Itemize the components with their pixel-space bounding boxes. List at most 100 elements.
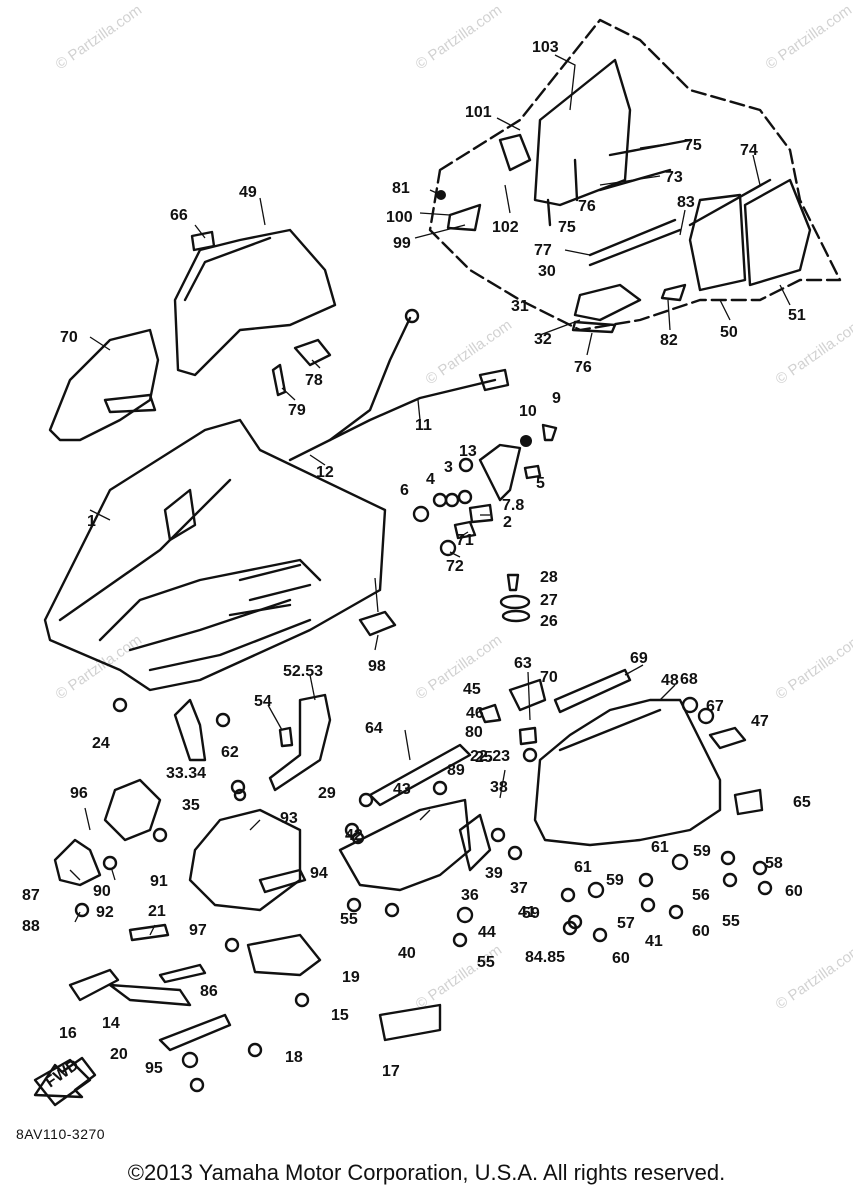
callout-84-85: 84.85 xyxy=(525,949,565,966)
callout-19: 19 xyxy=(342,969,360,986)
watermark: © Partzilla.com xyxy=(773,316,853,388)
callout-61: 61 xyxy=(574,859,592,876)
callout-61: 61 xyxy=(651,839,669,856)
callout-99: 99 xyxy=(393,235,411,252)
callout-87: 87 xyxy=(22,887,40,904)
callout-31: 31 xyxy=(511,298,529,315)
callout-30: 30 xyxy=(538,263,556,280)
callout-60: 60 xyxy=(785,883,803,900)
callout-13: 13 xyxy=(459,443,477,460)
callout-88: 88 xyxy=(22,918,40,935)
callout-36: 36 xyxy=(461,887,479,904)
callout-82: 82 xyxy=(660,332,678,349)
watermark: © Partzilla.com xyxy=(53,1,146,73)
callout-28: 28 xyxy=(540,569,558,586)
watermark: © Partzilla.com xyxy=(53,631,146,703)
callout-2: 2 xyxy=(503,514,512,531)
callout-5: 5 xyxy=(536,475,545,492)
callout-59: 59 xyxy=(606,872,624,889)
callout-4: 4 xyxy=(426,471,435,488)
callout-18: 18 xyxy=(285,1049,303,1066)
callout-10: 10 xyxy=(519,403,537,420)
callout-50: 50 xyxy=(720,324,738,341)
main-body-panel xyxy=(43,418,387,692)
callout-40: 40 xyxy=(398,945,416,962)
callout-41: 41 xyxy=(645,933,663,950)
callout-3: 3 xyxy=(444,459,453,476)
callout-43: 43 xyxy=(393,781,411,798)
upper-panel-group xyxy=(48,228,337,442)
callout-63: 63 xyxy=(514,655,532,672)
callout-6: 6 xyxy=(400,482,409,499)
callout-92: 92 xyxy=(96,904,114,921)
watermark: © Partzilla.com xyxy=(773,631,853,703)
callout-62: 62 xyxy=(221,744,239,761)
callout-76: 76 xyxy=(574,359,592,376)
callout-15: 15 xyxy=(331,1007,349,1024)
hardware-cluster xyxy=(358,423,558,637)
callout-55: 55 xyxy=(722,913,740,930)
callout-89: 89 xyxy=(447,762,465,779)
callout-32: 32 xyxy=(534,331,552,348)
callout-69: 69 xyxy=(630,650,648,667)
callout-102: 102 xyxy=(492,219,519,236)
callout-58: 58 xyxy=(765,855,783,872)
callout-layer: 1031017581737410010276997583664977703031… xyxy=(22,39,811,1080)
callout-96: 96 xyxy=(70,785,88,802)
callout-90: 90 xyxy=(93,883,111,900)
callout-75: 75 xyxy=(558,219,576,236)
callout-55: 55 xyxy=(477,954,495,971)
callout-14: 14 xyxy=(102,1015,120,1032)
callout-101: 101 xyxy=(465,104,492,121)
callout-29: 29 xyxy=(318,785,336,802)
callout-79: 79 xyxy=(288,402,306,419)
callout-12: 12 xyxy=(316,464,334,481)
callout-100: 100 xyxy=(386,209,413,226)
callout-103: 103 xyxy=(532,39,559,56)
callout-17: 17 xyxy=(382,1063,400,1080)
callout-21: 21 xyxy=(148,903,166,920)
callout-20: 20 xyxy=(110,1046,128,1063)
callout-55: 55 xyxy=(340,911,358,928)
callout-26: 26 xyxy=(540,613,558,630)
watermark: © Partzilla.com xyxy=(773,941,853,1013)
callout-38: 38 xyxy=(490,779,508,796)
callout-37: 37 xyxy=(510,880,528,897)
callout-46: 46 xyxy=(466,705,484,722)
callout-49: 49 xyxy=(239,184,257,201)
callout-57: 57 xyxy=(617,915,635,932)
callout-75: 75 xyxy=(684,137,702,154)
callout-86: 86 xyxy=(200,983,218,1000)
callout-93: 93 xyxy=(280,810,298,827)
callout-59: 59 xyxy=(693,843,711,860)
callout-45: 45 xyxy=(463,681,481,698)
watermark: © Partzilla.com xyxy=(413,941,506,1013)
callout-25: 25 xyxy=(475,749,493,766)
callout-94: 94 xyxy=(310,865,328,882)
callout-73: 73 xyxy=(665,169,683,186)
callout-22-23: 22.23 xyxy=(470,748,510,765)
callout-9: 9 xyxy=(552,390,561,407)
callout-48: 48 xyxy=(661,672,679,689)
callout-59: 59 xyxy=(522,905,540,922)
callout-91: 91 xyxy=(150,873,168,890)
watermark: © Partzilla.com xyxy=(413,631,506,703)
callout-71: 71 xyxy=(456,532,474,549)
callout-44: 44 xyxy=(478,924,496,941)
callout-80: 80 xyxy=(465,724,483,741)
watermark: © Partzilla.com xyxy=(423,316,516,388)
callout-65: 65 xyxy=(793,794,811,811)
leader-lines xyxy=(69,54,791,936)
callout-83: 83 xyxy=(677,194,695,211)
callout-24: 24 xyxy=(92,735,110,752)
callout-7-8: 7.8 xyxy=(502,497,524,514)
callout-42: 42 xyxy=(345,827,363,844)
callout-78: 78 xyxy=(305,372,323,389)
callout-39: 39 xyxy=(485,865,503,882)
callout-66: 66 xyxy=(170,207,188,224)
fasteners xyxy=(74,697,773,1093)
callout-1: 1 xyxy=(87,513,96,530)
callout-67: 67 xyxy=(706,698,724,715)
callout-41: 41 xyxy=(518,904,536,921)
